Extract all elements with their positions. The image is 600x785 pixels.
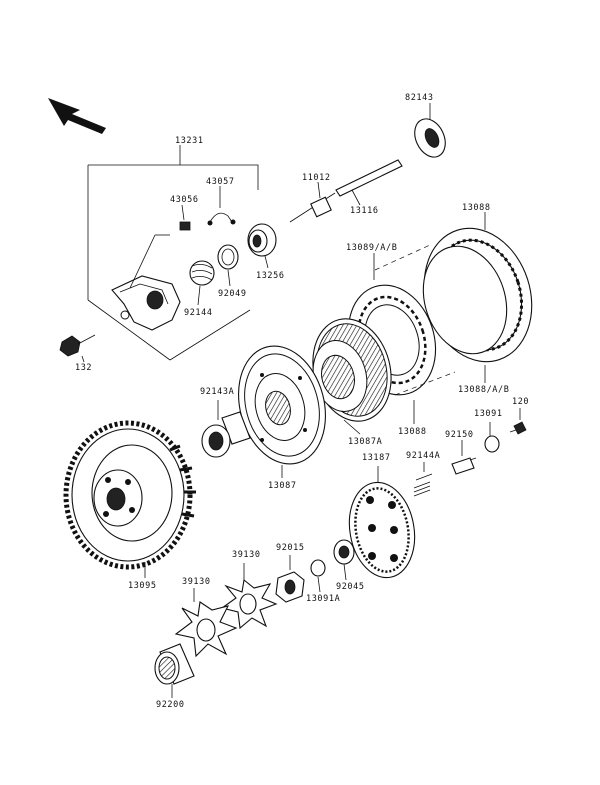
label-13088AB: 13088/A/B (458, 385, 509, 395)
label-13095: 13095 (128, 581, 157, 591)
part-damper-39130-lower (174, 588, 238, 658)
label-92144A: 92144A (406, 451, 440, 461)
label-92144: 92144 (184, 308, 213, 318)
part-sleeve-92143A (201, 400, 251, 458)
label-13087: 13087 (268, 481, 297, 491)
front-direction-arrow-icon (48, 98, 106, 134)
label-92200: 92200 (156, 700, 185, 710)
part-nut-92015 (275, 555, 305, 603)
label-13088-mid: 13088 (398, 427, 427, 437)
part-bolt-132 (59, 334, 96, 363)
label-13256: 13256 (256, 271, 285, 281)
part-cap-11012 (310, 181, 332, 218)
part-circlip-92049 (217, 244, 239, 287)
part-washer-13091A (310, 559, 326, 593)
plate-stack-dashed-lines (373, 212, 486, 424)
label-92045: 92045 (336, 582, 365, 592)
label-43057: 43057 (206, 177, 235, 187)
label-92015: 92015 (276, 543, 305, 553)
part-washer-13091 (484, 422, 500, 453)
part-bearing-13256 (247, 223, 277, 269)
release-assembly-bracket (87, 145, 259, 361)
label-13187: 13187 (362, 453, 391, 463)
label-43056: 43056 (170, 195, 199, 205)
part-clutch-housing-13095 (63, 420, 196, 578)
label-13231: 13231 (175, 136, 204, 146)
label-11012: 11012 (302, 173, 331, 183)
part-number-labels: 82143 13231 43057 11012 43056 13116 1325… (75, 93, 529, 710)
label-13089AB: 13089/A/B (346, 243, 397, 253)
part-spring-92144A (413, 462, 433, 497)
label-13087A: 13087A (348, 437, 382, 447)
part-spring-clip-43057 (207, 186, 236, 226)
label-82143: 82143 (405, 93, 434, 103)
part-bolt-120 (509, 408, 527, 435)
part-damper-39130-upper (220, 563, 278, 630)
part-bleeder-43056 (179, 204, 191, 231)
label-13091A: 13091A (306, 594, 340, 604)
part-push-rod-13116 (289, 159, 403, 223)
label-92150: 92150 (445, 430, 474, 440)
part-needle-bearing-92200 (154, 643, 195, 698)
label-13116: 13116 (350, 206, 379, 216)
label-92143A: 92143A (200, 387, 234, 397)
part-clutch-hub-13087A (312, 318, 392, 435)
part-bolt-92150 (451, 440, 477, 475)
part-bearing-92045 (333, 539, 355, 581)
label-92049: 92049 (218, 289, 247, 299)
label-39130-upper: 39130 (232, 550, 261, 560)
part-pressure-plate-13187 (348, 466, 416, 579)
part-friction-plates-13088 (422, 227, 533, 363)
part-spring-92144 (189, 260, 215, 306)
part-oil-seal-82143 (414, 103, 446, 158)
label-120: 120 (512, 397, 529, 407)
label-13091: 13091 (474, 409, 503, 419)
label-13088-top: 13088 (462, 203, 491, 213)
label-132: 132 (75, 363, 92, 373)
part-release-cylinder (111, 234, 181, 331)
label-39130-lower: 39130 (182, 577, 211, 587)
